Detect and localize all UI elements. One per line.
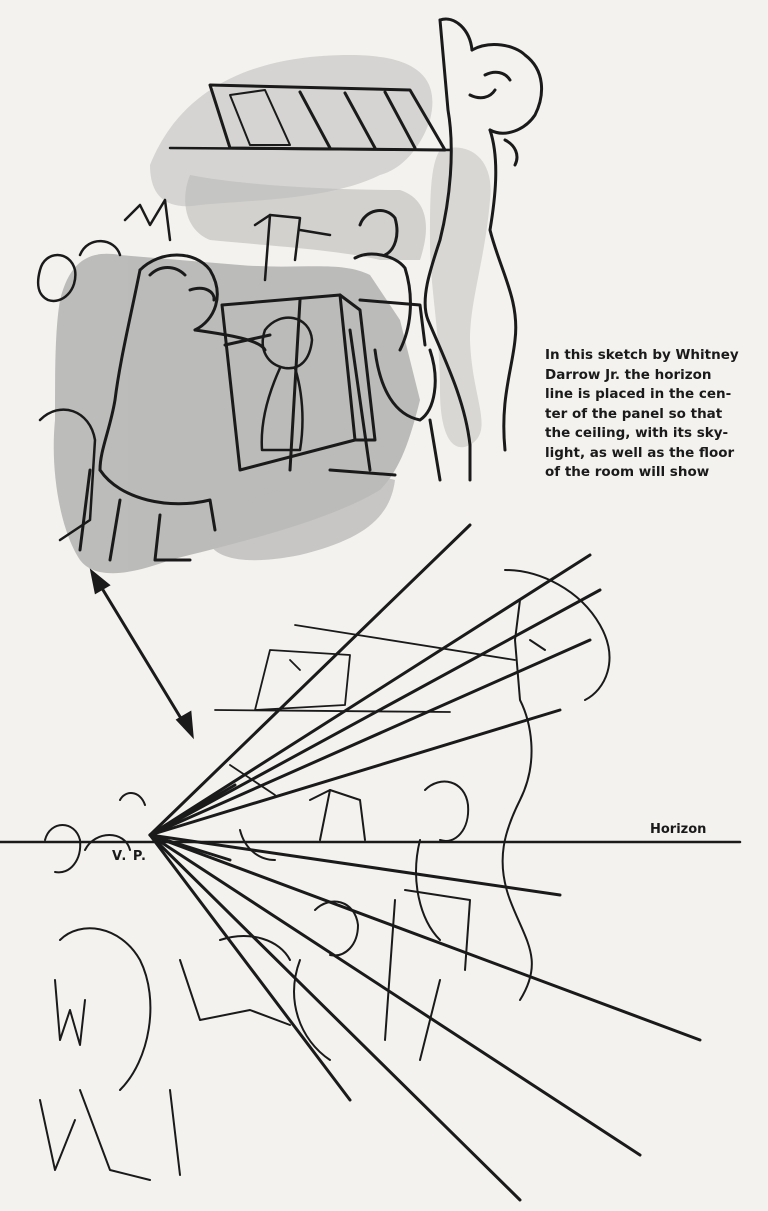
caption-line: light, as well as the floor [545,444,735,461]
model-figure [423,17,544,482]
easel-canvas [220,293,397,477]
seated-figure [353,209,437,422]
caption-line: ter of the panel so that [545,405,723,422]
caption-line: In this sketch by Whitney [545,347,739,363]
skylight-construction [214,624,516,796]
perspective-diagram [0,523,742,1202]
caption-line: the ceiling, with its sky- [545,425,729,441]
horizon-label: Horizon [650,822,707,837]
caption-line: Darrow Jr. the horizon [545,366,712,383]
caption-line: of the room will show [545,464,710,480]
figure-caption: In this sketch by Whitney Darrow Jr. the… [545,346,768,483]
skylight [168,83,452,152]
background-crowd [36,198,332,542]
vanishing-point-label: V. P. [112,849,147,864]
caption-line: line is placed in the cen- [545,386,732,402]
gray-wash [53,55,491,574]
top-sketch [36,17,544,574]
perspective-rays [148,523,702,1202]
bottom-figures [39,569,611,1181]
artist-foreground [78,253,272,562]
connector-arrow [89,568,194,740]
